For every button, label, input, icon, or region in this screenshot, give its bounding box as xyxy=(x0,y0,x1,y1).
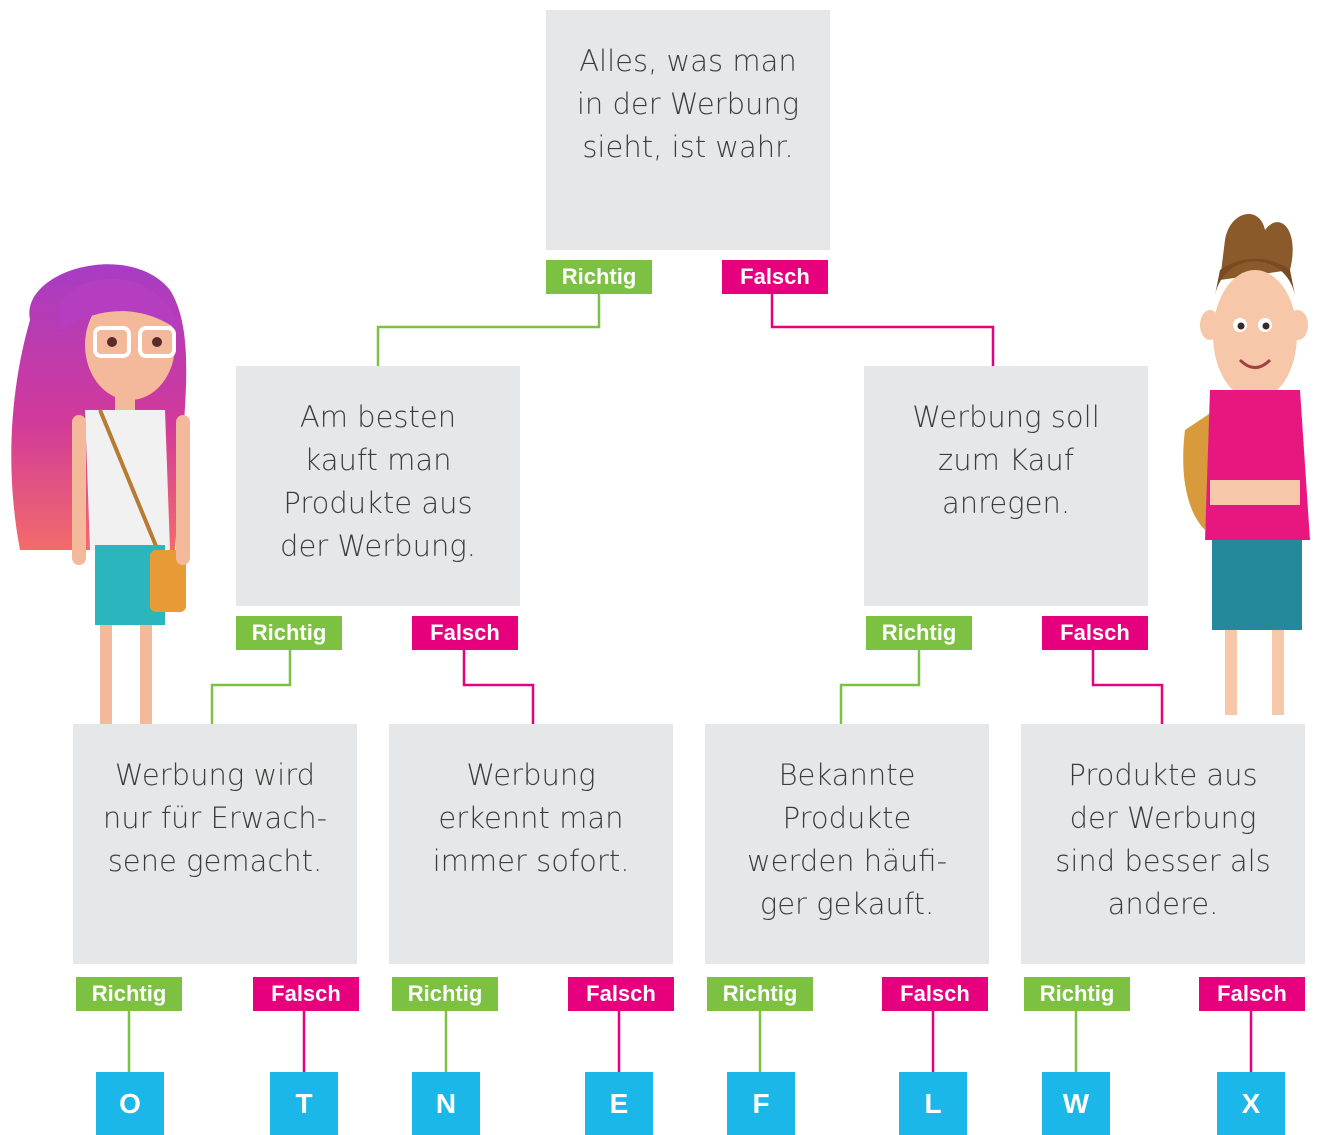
question-box-level3-4: Produkte aus der Werbung sind besser als… xyxy=(1021,724,1305,964)
falsch-tag-level3-3[interactable]: Falsch xyxy=(882,977,988,1011)
question-box-level2-left: Am besten kauft man Produkte aus der Wer… xyxy=(236,366,520,606)
question-text: Am besten kauft man Produkte aus der Wer… xyxy=(280,400,476,563)
falsch-tag-level2-right[interactable]: Falsch xyxy=(1042,616,1148,650)
richtig-tag-level3-4[interactable]: Richtig xyxy=(1024,977,1130,1011)
richtig-tag-level3-1[interactable]: Richtig xyxy=(76,977,182,1011)
question-text: Bekannte Produkte werden häufi- ger geka… xyxy=(746,758,948,921)
answer-letter-2: T xyxy=(270,1072,338,1135)
question-box-level3-2: Werbung erkennt man immer sofort. xyxy=(389,724,673,964)
falsch-tag-level2-left[interactable]: Falsch xyxy=(412,616,518,650)
falsch-tag-level3-1[interactable]: Falsch xyxy=(253,977,359,1011)
answer-letter-8: X xyxy=(1217,1072,1285,1135)
question-text: Produkte aus der Werbung sind besser als… xyxy=(1055,758,1271,921)
answer-letter-1: O xyxy=(96,1072,164,1135)
answer-letter-4: E xyxy=(585,1072,653,1135)
question-text: Alles, was man in der Werbung sieht, ist… xyxy=(576,44,800,164)
falsch-tag-root[interactable]: Falsch xyxy=(722,260,828,294)
question-box-level3-3: Bekannte Produkte werden häufi- ger geka… xyxy=(705,724,989,964)
girl-illustration xyxy=(11,264,190,725)
answer-letter-5: F xyxy=(727,1072,795,1135)
answer-letter-3: N xyxy=(412,1072,480,1135)
question-text: Werbung soll zum Kauf anregen. xyxy=(912,400,1100,520)
answer-letter-7: W xyxy=(1042,1072,1110,1135)
question-box-root: Alles, was man in der Werbung sieht, ist… xyxy=(546,10,830,250)
question-text: Werbung erkennt man immer sofort. xyxy=(432,758,630,878)
answer-letter-6: L xyxy=(899,1072,967,1135)
richtig-tag-level3-2[interactable]: Richtig xyxy=(392,977,498,1011)
richtig-tag-root[interactable]: Richtig xyxy=(546,260,652,294)
boy-illustration xyxy=(1183,213,1310,715)
falsch-tag-level3-4[interactable]: Falsch xyxy=(1199,977,1305,1011)
richtig-tag-level2-left[interactable]: Richtig xyxy=(236,616,342,650)
falsch-tag-level3-2[interactable]: Falsch xyxy=(568,977,674,1011)
question-box-level3-1: Werbung wird nur für Erwach- sene gemach… xyxy=(73,724,357,964)
richtig-tag-level3-3[interactable]: Richtig xyxy=(707,977,813,1011)
question-text: Werbung wird nur für Erwach- sene gemach… xyxy=(102,758,328,878)
richtig-tag-level2-right[interactable]: Richtig xyxy=(866,616,972,650)
question-box-level2-right: Werbung soll zum Kauf anregen. xyxy=(864,366,1148,606)
